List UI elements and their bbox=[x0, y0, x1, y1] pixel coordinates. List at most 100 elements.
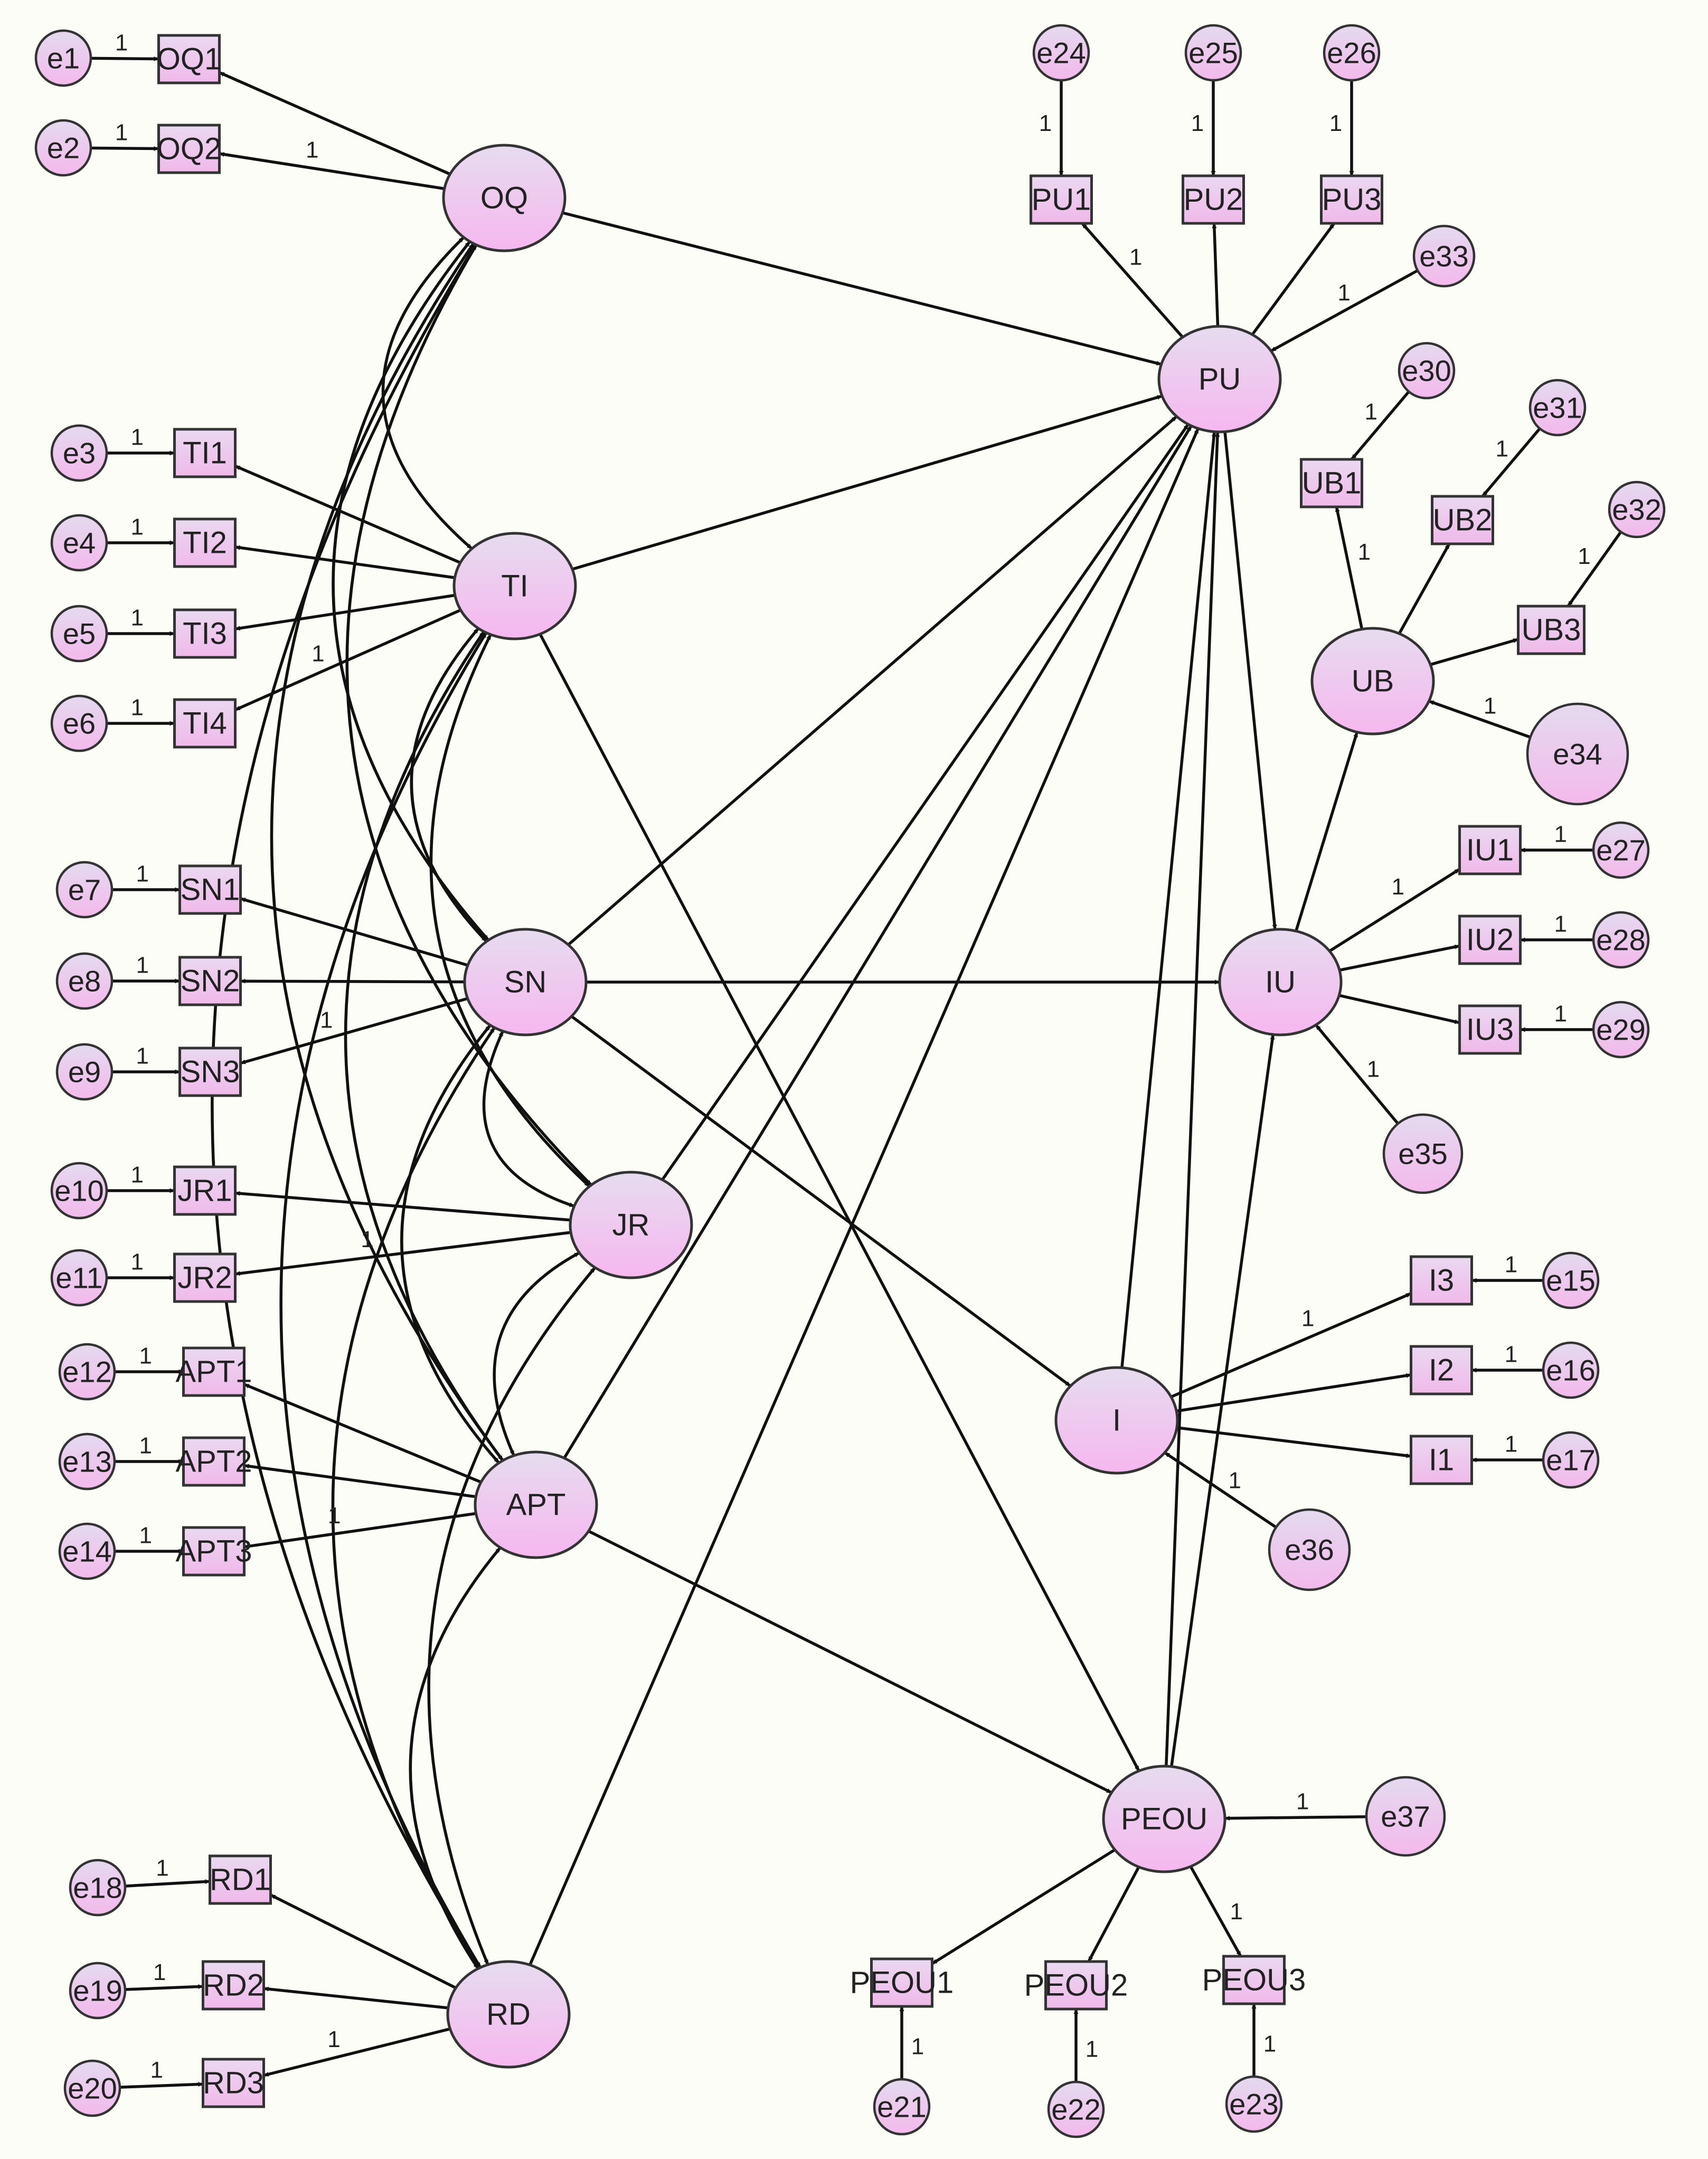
error-term-e36 bbox=[1268, 1508, 1351, 1591]
error-weight-e14: 1 bbox=[139, 1523, 152, 1549]
indicator-rd2 bbox=[202, 1960, 265, 2011]
indicator-ti1 bbox=[173, 428, 237, 478]
path-pu-to-iu bbox=[1223, 431, 1277, 930]
indicator-label-jr1: JR1 bbox=[177, 1174, 232, 1208]
path-apt-to-pu bbox=[563, 425, 1193, 1459]
error-label-e16: e16 bbox=[1546, 1354, 1595, 1387]
indicator-label-ti2: TI2 bbox=[183, 526, 227, 560]
error-weight-e16: 1 bbox=[1505, 1342, 1517, 1368]
indicator-peou1 bbox=[870, 1957, 933, 2008]
latent-label-rd: RD bbox=[486, 1997, 531, 2032]
indicator-label-pu1: PU1 bbox=[1032, 183, 1091, 217]
indicator-label-oq1: OQ1 bbox=[157, 42, 222, 77]
error-label-e37: e37 bbox=[1381, 1800, 1430, 1833]
error-term-e6 bbox=[50, 694, 108, 752]
latent-peou bbox=[1102, 1765, 1226, 1873]
indicator-i1 bbox=[1410, 1435, 1473, 1485]
indicator-i2 bbox=[1410, 1345, 1473, 1396]
error-term-e34 bbox=[1526, 702, 1629, 806]
indicator-ub1 bbox=[1300, 458, 1363, 508]
error-term-e14 bbox=[58, 1522, 116, 1580]
latent-label-i: I bbox=[1112, 1403, 1121, 1438]
indicator-label-iu1: IU1 bbox=[1466, 833, 1514, 868]
path-ti-to-peou bbox=[539, 633, 1140, 1772]
error-weight-e29: 1 bbox=[1554, 1001, 1567, 1027]
indicator-label-pu2: PU2 bbox=[1184, 183, 1243, 217]
error-weight-e36: 1 bbox=[1228, 1468, 1241, 1494]
latent-iu bbox=[1218, 928, 1343, 1036]
covariance-ti-rd bbox=[279, 631, 488, 1968]
error-weight-e5: 1 bbox=[131, 605, 144, 631]
error-term-e26 bbox=[1323, 24, 1381, 82]
error-term-e11 bbox=[50, 1249, 108, 1307]
error-label-e12: e12 bbox=[62, 1355, 111, 1389]
latent-label-iu: IU bbox=[1265, 965, 1296, 1000]
path-oq-to-pu bbox=[562, 211, 1162, 366]
error-label-e29: e29 bbox=[1596, 1013, 1645, 1046]
latent-i bbox=[1054, 1366, 1179, 1475]
error-term-e2 bbox=[34, 119, 92, 177]
error-label-e1: e1 bbox=[47, 42, 80, 75]
error-weight-e32: 1 bbox=[1578, 543, 1590, 569]
loading-sn-to-sn3 bbox=[240, 997, 468, 1065]
latent-label-pu: PU bbox=[1199, 362, 1241, 397]
latent-label-peou: PEOU bbox=[1121, 1802, 1207, 1836]
loading-weight-jr2: 1 bbox=[361, 1227, 373, 1252]
error-label-e34: e34 bbox=[1553, 738, 1602, 771]
error-term-e4 bbox=[50, 514, 108, 572]
indicator-peou3 bbox=[1222, 1955, 1286, 2005]
indicator-sn3 bbox=[178, 1046, 242, 1097]
indicator-label-ub2: UB2 bbox=[1433, 503, 1493, 538]
error-term-e1 bbox=[34, 29, 92, 87]
indicator-label-ti1: TI1 bbox=[183, 436, 227, 470]
covariance-apt-rd bbox=[409, 1547, 502, 1969]
covariance-sn-rd bbox=[331, 1026, 496, 1969]
error-label-e25: e25 bbox=[1188, 36, 1238, 70]
error-label-e18: e18 bbox=[73, 1871, 122, 1905]
error-weight-e11: 1 bbox=[131, 1249, 144, 1275]
error-weight-e17: 1 bbox=[1505, 1431, 1517, 1457]
error-term-e32 bbox=[1608, 480, 1666, 539]
indicator-label-ti4: TI4 bbox=[183, 706, 227, 741]
error-weight-e9: 1 bbox=[136, 1043, 149, 1069]
indicator-label-i3: I3 bbox=[1429, 1264, 1454, 1298]
latent-pu bbox=[1157, 325, 1282, 433]
loading-ub-to-ub2 bbox=[1398, 543, 1451, 635]
error-term-e28 bbox=[1592, 911, 1650, 969]
latent-label-oq: OQ bbox=[480, 181, 528, 215]
latent-oq bbox=[442, 144, 567, 252]
error-weight-e26: 1 bbox=[1329, 110, 1342, 136]
error-path-e1-to-oq1 bbox=[90, 56, 159, 61]
loading-oq-to-oq1 bbox=[219, 71, 451, 176]
indicator-label-i1: I1 bbox=[1429, 1443, 1454, 1477]
indicator-ti3 bbox=[173, 608, 237, 659]
error-term-e23 bbox=[1225, 2075, 1283, 2133]
latent-label-jr: JR bbox=[612, 1208, 650, 1242]
error-term-e10 bbox=[50, 1162, 108, 1220]
error-term-e8 bbox=[55, 952, 114, 1010]
error-term-e15 bbox=[1542, 1251, 1600, 1309]
error-term-e35 bbox=[1382, 1113, 1464, 1194]
indicator-ti4 bbox=[173, 698, 237, 749]
indicator-iu2 bbox=[1458, 914, 1522, 965]
indicator-ub2 bbox=[1431, 495, 1494, 545]
error-weight-e35: 1 bbox=[1367, 1056, 1380, 1082]
error-label-e22: e22 bbox=[1051, 2093, 1100, 2126]
error-label-e21: e21 bbox=[877, 2090, 926, 2124]
path-apt-to-peou bbox=[588, 1530, 1112, 1794]
error-weight-e13: 1 bbox=[139, 1433, 152, 1459]
error-term-e20 bbox=[63, 2059, 121, 2117]
error-term-e16 bbox=[1542, 1341, 1600, 1399]
loading-apt-to-apt1 bbox=[243, 1383, 482, 1484]
loading-ub-to-ub3 bbox=[1430, 638, 1519, 666]
error-label-e3: e3 bbox=[63, 437, 96, 470]
loading-weight-ti4: 1 bbox=[312, 640, 324, 666]
loading-ti-to-ti1 bbox=[234, 465, 461, 564]
indicator-jr1 bbox=[173, 1165, 237, 1216]
error-weight-e2: 1 bbox=[115, 119, 128, 145]
loading-rd-to-rd2 bbox=[263, 1986, 449, 2010]
covariance-oq-apt bbox=[270, 242, 504, 1462]
